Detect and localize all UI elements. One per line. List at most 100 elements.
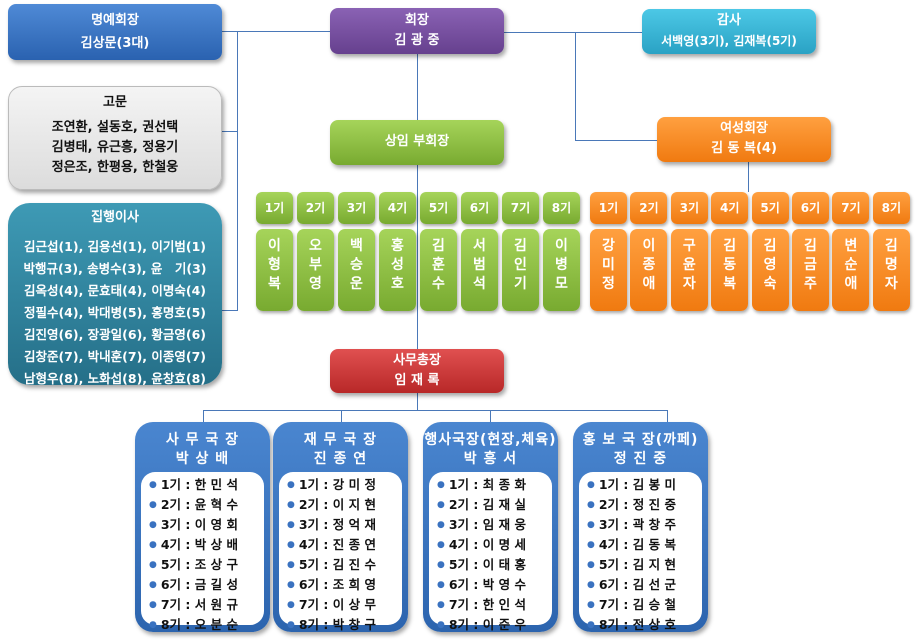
generation-member: 구 윤 자	[670, 229, 708, 311]
member-text: 1기 : 강 미 정	[298, 477, 376, 492]
connector	[222, 310, 237, 311]
department-head-name: 진 종 연	[313, 451, 368, 467]
connector	[504, 32, 642, 33]
bullet-icon: ●	[149, 540, 157, 550]
member-text: 5기 : 김 진 수	[298, 557, 376, 572]
bullet-icon: ●	[437, 540, 445, 550]
honorary-name: 김상문(3대)	[80, 36, 150, 51]
generation-member: 이 형 복	[256, 229, 293, 311]
list-item: ●7기 : 한 인 석	[437, 595, 552, 615]
advisors-line: 김병태, 유근흥, 정용기	[51, 140, 179, 155]
bullet-icon: ●	[437, 600, 445, 610]
generation-member: 김 인 기	[502, 229, 539, 311]
directors-line: 김옥성(4), 문효태(4), 이명숙(4)	[23, 283, 207, 298]
list-item: ●8기 : 박 창 구	[287, 615, 402, 635]
generation-member: 김 동 복	[711, 229, 749, 311]
list-item: ●1기 : 김 봉 미	[587, 475, 702, 495]
bullet-icon: ●	[587, 600, 595, 610]
member-text: 2기 : 김 재 실	[448, 497, 526, 512]
generation-member: 변 순 애	[832, 229, 870, 311]
connector	[222, 31, 237, 32]
bullet-icon: ●	[149, 600, 157, 610]
generation-label: 2기	[297, 192, 334, 224]
department-head-name: 박 상 배	[175, 451, 230, 467]
member-text: 2기 : 윤 혁 수	[160, 497, 238, 512]
connector	[748, 162, 749, 192]
women-president-name: 김 동 복(4)	[711, 141, 777, 156]
department-title: 재 무 국 장	[303, 432, 378, 448]
generation-label: 1기	[590, 192, 627, 224]
list-item: ●1기 : 최 종 화	[437, 475, 552, 495]
member-text: 6기 : 박 영 수	[448, 577, 526, 592]
directors-box: 집행이사 김근섭(1), 김용선(1), 이기범(1)박행규(3), 송병수(3…	[8, 203, 222, 386]
bullet-icon: ●	[437, 560, 445, 570]
generation-member: 서 범 석	[461, 229, 498, 311]
list-item: ●8기 : 이 준 우	[437, 615, 552, 635]
generation-label: 2기	[630, 192, 668, 224]
member-text: 6기 : 금 길 성	[160, 577, 238, 592]
bullet-icon: ●	[149, 520, 157, 530]
advisors-line: 조연환, 설동호, 권선택	[51, 120, 179, 135]
member-text: 2기 : 정 진 중	[598, 497, 676, 512]
member-text: 6기 : 김 선 군	[598, 577, 676, 592]
department-member-list: ●1기 : 강 미 정●2기 : 이 지 현●3기 : 정 억 재●4기 : 진…	[279, 472, 402, 632]
auditor-title: 감사	[717, 13, 741, 28]
list-item: ●2기 : 윤 혁 수	[149, 495, 264, 515]
list-item: ●5기 : 조 상 구	[149, 555, 264, 575]
bullet-icon: ●	[149, 480, 157, 490]
generation-member: 김 영 숙	[751, 229, 789, 311]
member-text: 3기 : 곽 창 주	[598, 517, 676, 532]
member-text: 1기 : 김 봉 미	[598, 477, 676, 492]
member-text: 6기 : 조 희 영	[298, 577, 376, 592]
department-header: 행사국장(현장,체육) 박 흥 서	[423, 431, 558, 469]
generation-label: 8기	[543, 192, 580, 224]
member-text: 5기 : 김 지 현	[598, 557, 676, 572]
bullet-icon: ●	[587, 480, 595, 490]
list-item: ●1기 : 한 민 석	[149, 475, 264, 495]
member-text: 4기 : 진 종 연	[298, 537, 376, 552]
member-text: 7기 : 김 승 철	[598, 597, 676, 612]
member-text: 5기 : 이 태 홍	[448, 557, 526, 572]
generation-member: 이 종 애	[630, 229, 668, 311]
auditor-box: 감사 서백영(3기), 김재복(5기)	[642, 9, 816, 54]
generation-label: 7기	[502, 192, 539, 224]
member-text: 7기 : 한 인 석	[448, 597, 526, 612]
bullet-icon: ●	[287, 520, 295, 530]
auditor-names: 서백영(3기), 김재복(5기)	[661, 34, 797, 48]
generation-member: 백 승 운	[338, 229, 375, 311]
list-item: ●7기 : 김 승 철	[587, 595, 702, 615]
department-title: 행사국장(현장,체육)	[424, 432, 557, 448]
list-item: ●3기 : 임 재 웅	[437, 515, 552, 535]
bullet-icon: ●	[149, 560, 157, 570]
bullet-icon: ●	[287, 580, 295, 590]
generation-member: 이 병 모	[543, 229, 580, 311]
department-box: 행사국장(현장,체육)박 흥 서●1기 : 최 종 화●2기 : 김 재 실●3…	[423, 422, 558, 632]
list-item: ●5기 : 김 진 수	[287, 555, 402, 575]
bullet-icon: ●	[437, 500, 445, 510]
department-member-list: ●1기 : 김 봉 미●2기 : 정 진 중●3기 : 곽 창 주●4기 : 김…	[579, 472, 702, 632]
president-name: 김 광 중	[394, 33, 440, 48]
department-head-name: 박 흥 서	[463, 451, 518, 467]
bullet-icon: ●	[437, 580, 445, 590]
generation-member: 김 명 자	[872, 229, 910, 311]
women-president-title: 여성회장	[720, 121, 768, 136]
list-item: ●4기 : 박 상 배	[149, 535, 264, 555]
bullet-icon: ●	[587, 500, 595, 510]
member-text: 8기 : 이 준 우	[448, 617, 526, 632]
generation-label: 3기	[670, 192, 708, 224]
vice-president-title: 상임 부회장	[384, 134, 450, 149]
generation-member: 오 부 영	[297, 229, 334, 311]
member-text: 8기 : 박 창 구	[298, 617, 376, 632]
list-item: ●8기 : 오 분 순	[149, 615, 264, 635]
generation-member: 김 훈 수	[420, 229, 457, 311]
list-item: ●3기 : 곽 창 주	[587, 515, 702, 535]
member-text: 2기 : 이 지 현	[298, 497, 376, 512]
directors-line: 김근섭(1), 김용선(1), 이기범(1)	[23, 239, 207, 254]
bullet-icon: ●	[287, 600, 295, 610]
connector	[417, 54, 418, 120]
department-member-list: ●1기 : 최 종 화●2기 : 김 재 실●3기 : 임 재 웅●4기 : 이…	[429, 472, 552, 632]
connector	[203, 410, 668, 411]
generation-label: 6기	[792, 192, 829, 224]
bullet-icon: ●	[437, 520, 445, 530]
